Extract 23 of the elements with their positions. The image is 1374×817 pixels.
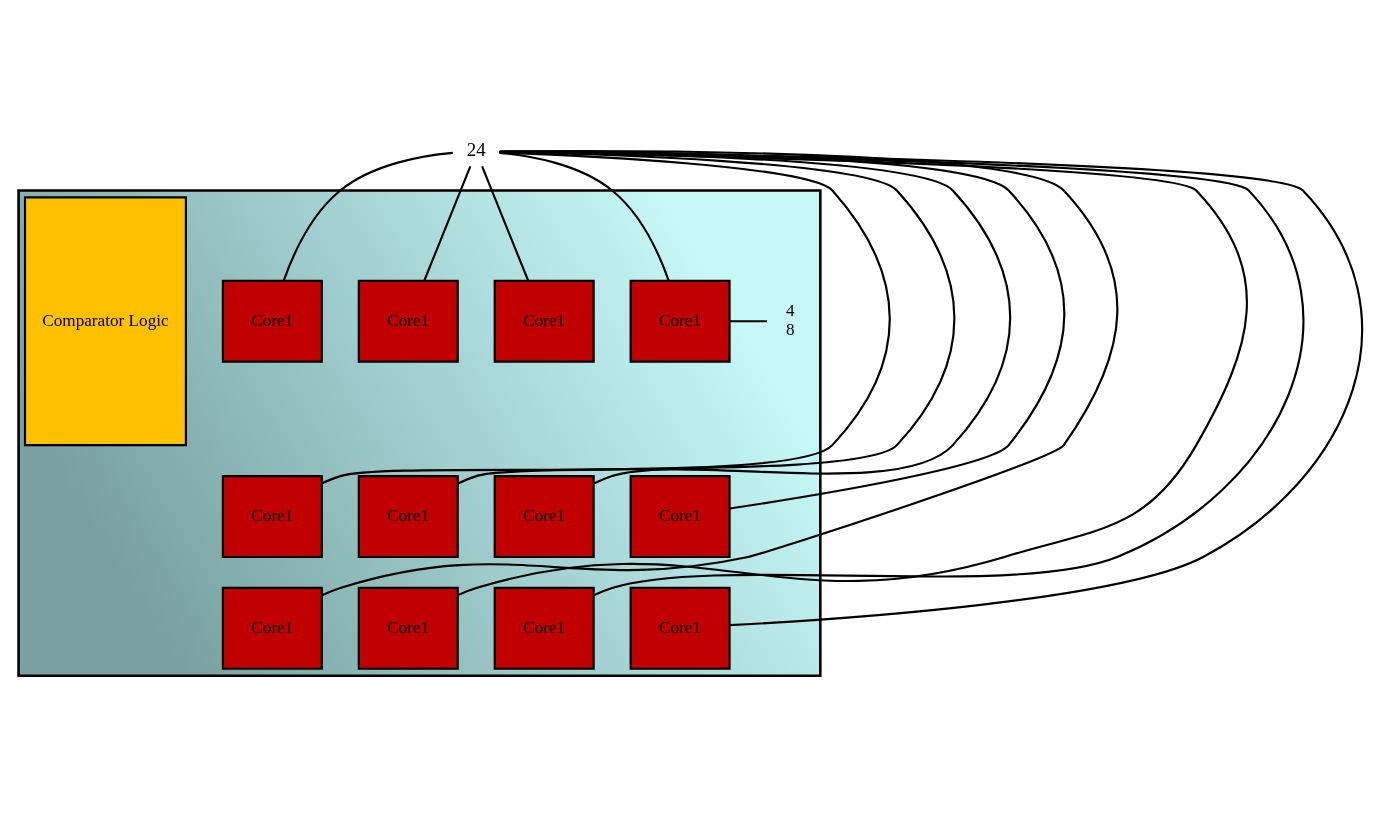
node-box: Core1 <box>221 474 323 558</box>
node-box: Comparator Logic <box>23 195 187 446</box>
connector <box>423 165 472 281</box>
node-box: Core1 <box>493 586 595 670</box>
node-box: Core1 <box>357 586 459 670</box>
node-text: 4 8 <box>785 300 795 339</box>
connector <box>730 319 767 322</box>
node-text: 24 <box>466 138 486 160</box>
node-box: Core1 <box>629 586 731 670</box>
connector <box>321 150 891 484</box>
node-box: Core1 <box>357 474 459 558</box>
node-box: Core1 <box>629 279 731 363</box>
node-box: Core1 <box>221 279 323 363</box>
connector <box>321 149 1118 596</box>
cluster <box>17 188 822 677</box>
node-box: Core1 <box>493 279 595 363</box>
connector <box>282 151 453 281</box>
connector <box>481 165 530 281</box>
node-box: Core1 <box>493 474 595 558</box>
node-box: Core1 <box>221 586 323 670</box>
node-box: Core1 <box>357 279 459 363</box>
node-box: Core1 <box>629 474 731 558</box>
connector <box>457 150 956 484</box>
